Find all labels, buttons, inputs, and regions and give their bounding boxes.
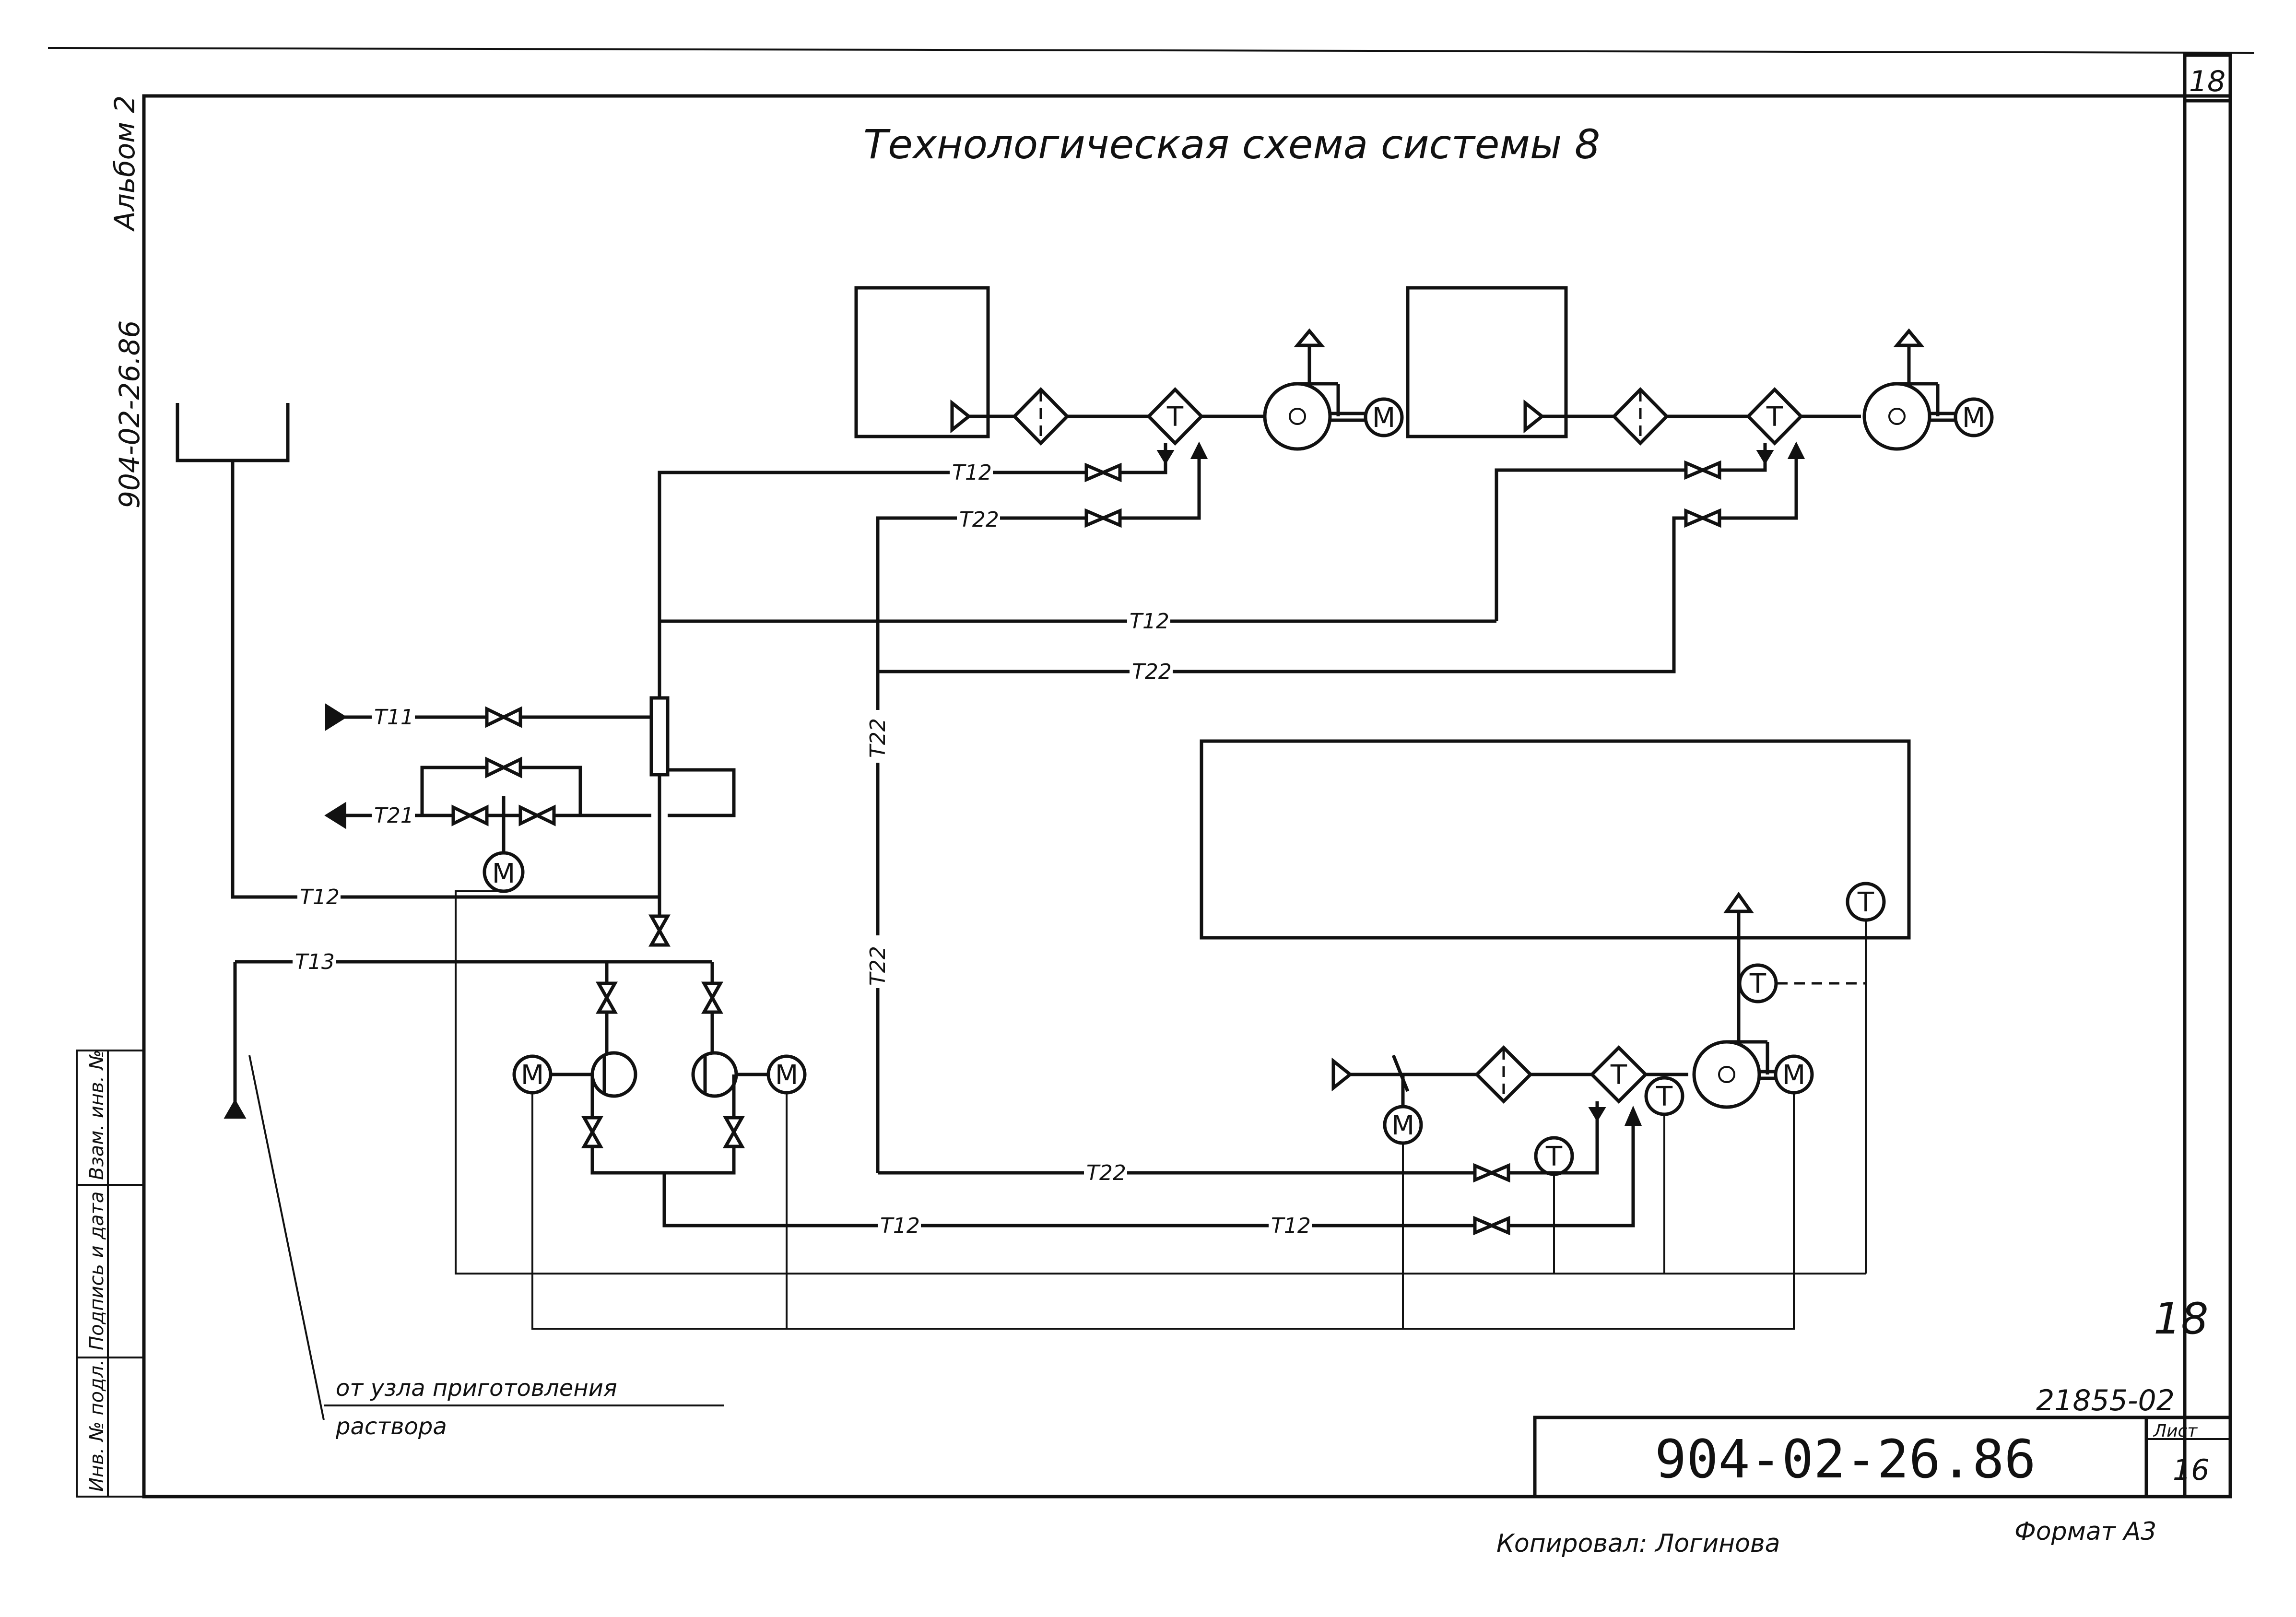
pipe-label-t12: Т12 [300,885,340,909]
unit-3: М Т М Т Т Т Т Т22 [455,739,1911,1330]
unit-3-room [1200,739,1911,940]
svg-text:Т: Т [1857,887,1874,918]
unit-2: Т М Т12 Т22 [659,286,1994,684]
sheet-frame: 18 [47,47,2255,1499]
sheet-number-top: 18 [2189,65,2225,98]
valve-icon [1473,1216,1496,1236]
pipe-label-t22: Т22 [866,718,890,758]
svg-text:М: М [1391,1110,1414,1141]
stamp-col-replace: Взам. инв. № [86,1050,108,1180]
source-note: от узла приготовления раствора [248,1055,724,1440]
intake-icon [950,399,972,434]
source-note-line1: от узла приготовления [336,1375,617,1402]
valve-icon [451,804,474,826]
page-title: Технологическая схема системы 8 [863,121,1600,168]
pipe-label-t12: Т12 [1271,1214,1311,1238]
svg-text:М: М [1782,1060,1805,1091]
sheet-number: 16 [2173,1453,2209,1487]
valve-icon [485,756,508,779]
pipe-label-t13: Т13 [295,950,335,974]
pipe-label-t12: Т12 [1130,609,1169,634]
title-block: 18 21855-02 Лист 16 904-02-26.86 [1533,1294,2232,1499]
pump-icon [590,1051,637,1098]
supply-arrow-icon [325,703,347,731]
exhaust-arrow-icon [1723,891,1754,913]
copied-by: Копировал: Логинова [1496,1529,1780,1558]
valve-icon [1684,508,1707,528]
stamp-col-sign: Подпись и дата [86,1192,108,1350]
source-note-line2: раствора [335,1413,447,1440]
intake-icon [1331,1057,1353,1092]
valve-icon [701,981,724,1002]
pipe-label-t22: Т22 [959,508,999,532]
return-arrow-icon [324,802,346,829]
svg-text:М: М [521,1060,544,1091]
motor-icon [1954,397,1994,437]
svg-text:М: М [775,1060,798,1091]
valve-icon [722,1116,745,1136]
pipe-label-t22: Т22 [1086,1161,1126,1185]
svg-text:Т: Т [1749,968,1766,1000]
three-way-valve-icon [518,804,542,826]
pipe-label-t11: Т11 [374,705,414,730]
svg-text:М: М [1962,402,1985,434]
pipe-label-t12: Т12 [880,1214,920,1238]
heater-icon [1746,387,1803,446]
exhaust-arrow-icon [1294,328,1325,347]
svg-text:М: М [492,858,515,889]
unit-1-room [854,286,990,438]
svg-text:Т: Т [1610,1060,1627,1091]
valve-icon [485,706,508,728]
pipe-label-t22: Т22 [866,946,890,986]
heater-icon [1146,387,1204,446]
svg-text:М: М [1372,402,1395,434]
intake-icon [1523,399,1545,434]
pipe-label-t22: Т22 [1132,660,1172,684]
valve-icon [648,914,671,934]
valve-icon [581,1116,604,1136]
pipe-label-t12: Т12 [952,460,992,485]
side-margin: Альбом 2 904-02-26.86 Взам. инв. № Подпи… [76,95,146,1498]
fan-icon [1862,382,1931,451]
handwritten-number: 18 [2154,1294,2209,1344]
unit-2-room [1406,286,1568,438]
valve-icon [595,981,618,1002]
document-code: 904-02-26.86 [1655,1428,2036,1490]
pump-icon [691,1051,738,1098]
format-label: Формат А3 [2014,1517,2156,1546]
heater-label: Т [1166,401,1184,433]
thermostat-icon [1738,963,1778,1003]
valve-icon [1684,460,1707,480]
svg-text:Т: Т [1545,1141,1563,1172]
heat-node: Т11 М Т21 Т12 Т13 [176,403,807,1175]
exhaust-arrow-icon [1893,328,1925,347]
fan-icon [1692,1040,1761,1109]
valve-icon [1473,1163,1496,1183]
album-label: Альбом 2 [108,95,141,232]
svg-text:Т: Т [1766,401,1783,433]
side-code: 904-02-26.86 [113,320,146,508]
pipe-label-t21: Т21 [374,803,414,828]
heat-exchanger [649,696,670,777]
inventory-number: 21855-02 [2036,1384,2175,1417]
sheet-label: Лист [2153,1421,2198,1441]
motor-icon [1364,397,1404,437]
valve-icon [1084,462,1107,483]
tank [176,403,290,462]
svg-text:Т: Т [1656,1081,1673,1112]
stamp-col-inventory: Инв. № подл. [86,1359,108,1492]
heater-icon [1590,1045,1648,1104]
valve-icon [1084,508,1107,528]
unit-1: Т М Т12 Т22 [658,286,1404,1173]
fan-icon [1263,382,1332,451]
